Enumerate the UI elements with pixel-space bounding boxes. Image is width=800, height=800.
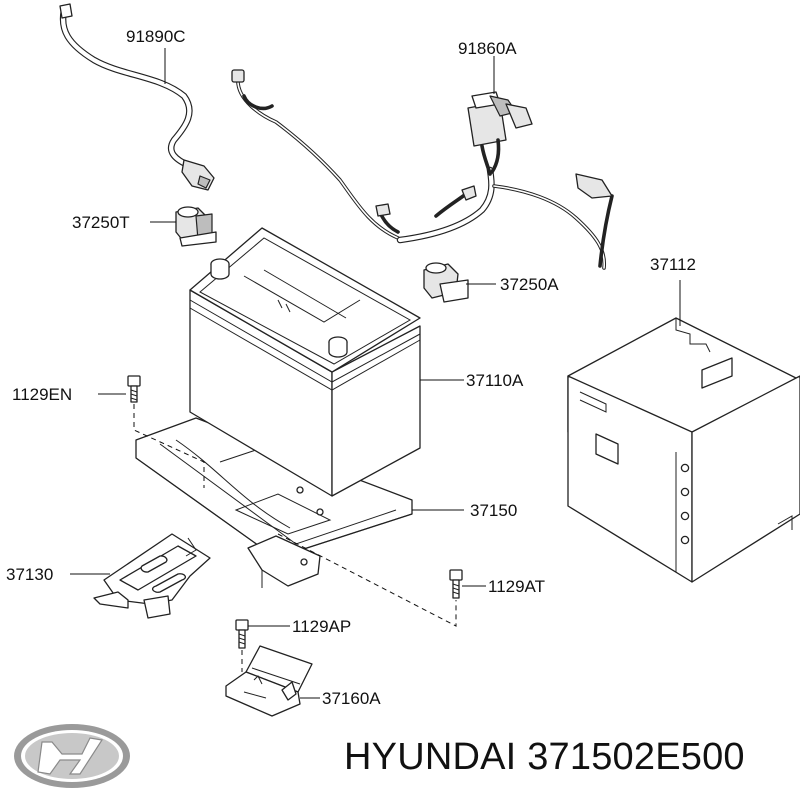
bracket-37160A xyxy=(225,645,313,717)
callout-1129EN: 1129EN xyxy=(12,385,72,404)
wiring-harness-91860A xyxy=(231,69,614,270)
callout-37110A: 37110A xyxy=(466,371,524,390)
assembly-dashed-lines xyxy=(133,404,457,672)
callout-1129AT: 1129AT xyxy=(488,577,545,596)
callout-37160A: 37160A xyxy=(322,689,381,708)
callout-91860A: 91860A xyxy=(458,39,517,58)
part-number: 371502E500 xyxy=(527,736,745,778)
battery-cable-91890C xyxy=(59,3,215,191)
callout-37250A: 37250A xyxy=(500,275,559,294)
battery-tray-37150 xyxy=(135,417,413,588)
terminal-37250A xyxy=(423,262,469,303)
hyundai-logo-icon xyxy=(14,724,130,788)
callout-1129AP: 1129AP xyxy=(292,617,351,636)
callout-labels: 91890C 91860A 37250T 37112 37250A 1129EN… xyxy=(6,27,696,708)
callout-37150: 37150 xyxy=(470,501,517,520)
callout-91890C: 91890C xyxy=(126,27,186,46)
battery-37110A xyxy=(189,227,421,497)
leader-lines xyxy=(70,48,681,699)
callout-37250T: 37250T xyxy=(72,213,130,232)
brand-name: HYUNDAI xyxy=(344,736,517,778)
battery-cover-37112 xyxy=(567,317,800,583)
bolt-1129EN xyxy=(127,375,141,403)
callout-37112: 37112 xyxy=(650,255,696,274)
part-caption: HYUNDAI 371502E500 xyxy=(344,736,745,779)
bracket-37130 xyxy=(93,533,211,619)
callout-37130: 37130 xyxy=(6,565,53,584)
bolt-1129AT xyxy=(449,569,463,599)
bolt-1129AP xyxy=(235,619,249,649)
terminal-37250T xyxy=(175,206,217,247)
